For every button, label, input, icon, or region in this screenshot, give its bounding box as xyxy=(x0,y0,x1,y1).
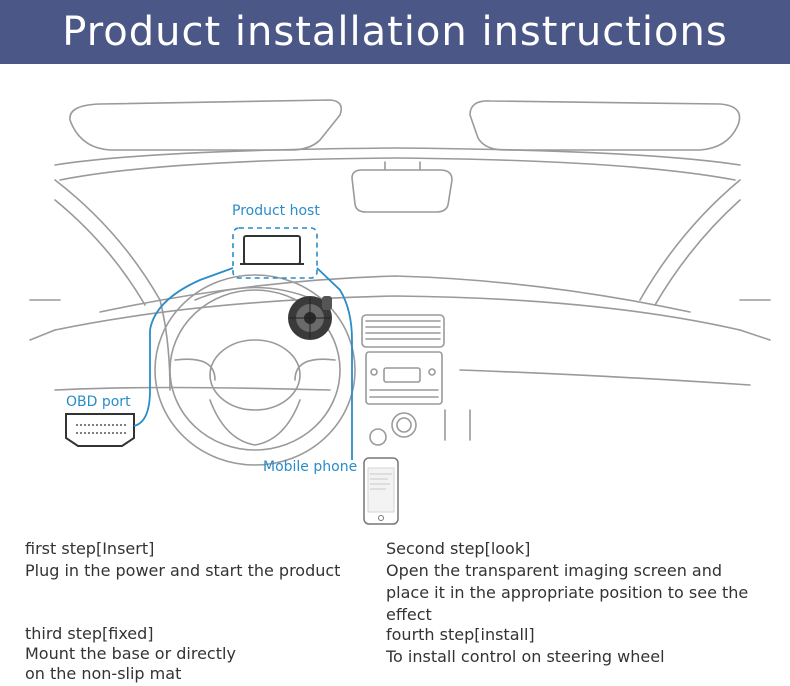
step-title: first step[Insert] xyxy=(25,539,155,558)
step-2: Second step[look] Open the transparent i… xyxy=(386,538,790,626)
step-description: Plug in the power and start the product xyxy=(25,561,341,580)
step-1: first step[Insert] Plug in the power and… xyxy=(25,538,340,582)
sun-visor-left xyxy=(69,99,343,151)
step-4: fourth step[install] To install control … xyxy=(386,624,665,668)
step-description: To install control on steering wheel xyxy=(386,647,665,666)
air-vent xyxy=(361,314,445,348)
obd-port-label: OBD port xyxy=(66,394,131,410)
cables xyxy=(133,267,353,460)
header-banner: Product installation instructions xyxy=(0,0,790,64)
climate-knob xyxy=(391,412,417,438)
step-description: Open the transparent imaging screen and xyxy=(386,561,723,580)
steering-wheel xyxy=(154,274,356,466)
product-host-label: Product host xyxy=(232,203,320,219)
installation-steps: first step[Insert] Plug in the power and… xyxy=(0,534,790,686)
step-3: third step[fixed] Mount the base or dire… xyxy=(25,624,236,684)
radio-unit xyxy=(365,351,443,405)
step-description: place it in the appropriate position to … xyxy=(386,583,749,624)
step-description: on the non-slip mat xyxy=(25,664,182,683)
mobile-phone-label: Mobile phone xyxy=(263,459,357,475)
car-interior-illustration: Product host OBD port Mobile phone xyxy=(29,99,771,525)
step-description: Mount the base or directly xyxy=(25,644,236,663)
product-host-device xyxy=(232,227,318,279)
rearview-mirror xyxy=(351,169,453,213)
page-title: Product installation instructions xyxy=(62,9,728,55)
steering-wheel-remote xyxy=(288,296,332,340)
step-title: third step[fixed] xyxy=(25,624,154,643)
step-title: Second step[look] xyxy=(386,539,531,558)
step-title: fourth step[install] xyxy=(386,625,535,644)
obd-connector xyxy=(65,413,135,447)
mobile-phone-device xyxy=(363,457,399,525)
sun-visor-right xyxy=(469,100,741,151)
